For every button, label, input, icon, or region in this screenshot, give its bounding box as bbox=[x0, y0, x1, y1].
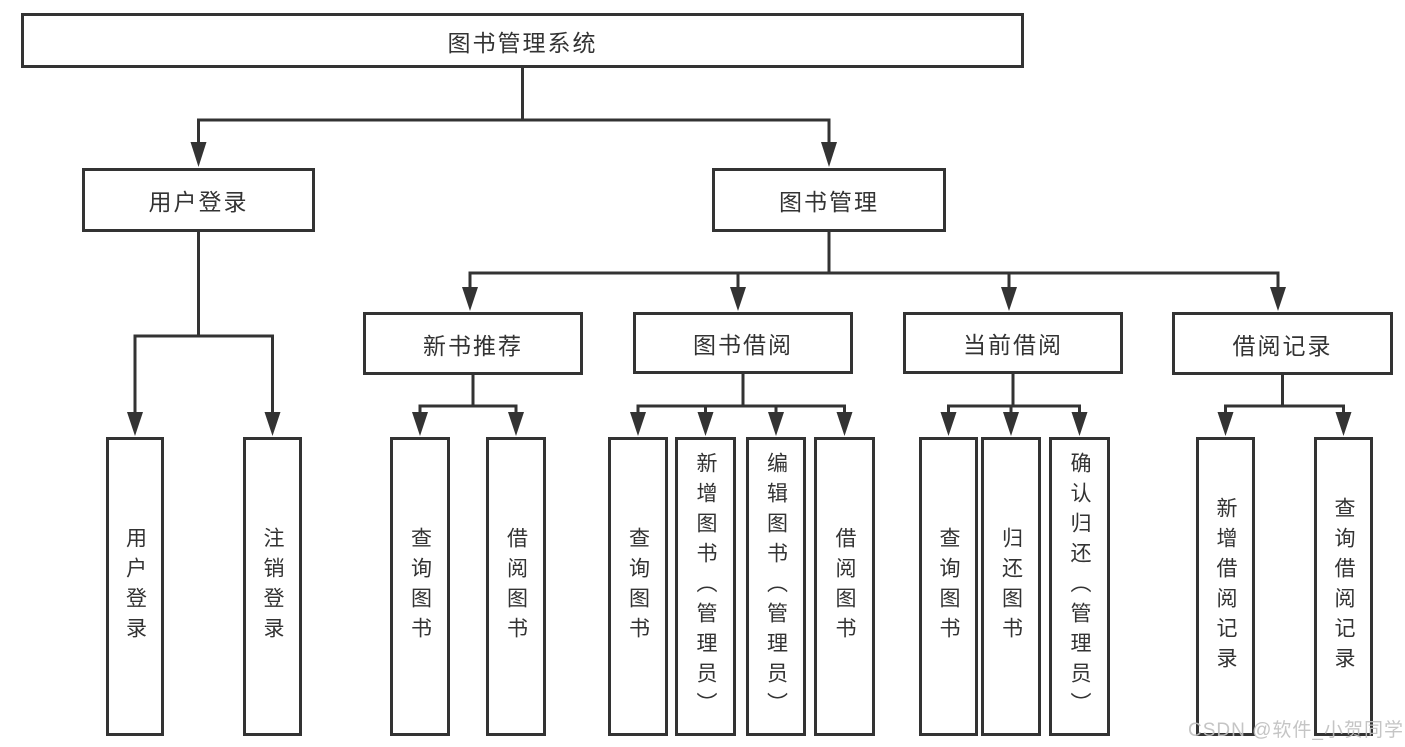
leaf-label: 编辑图书（管理员） bbox=[764, 451, 788, 722]
watermark: CSDN @软件_小贺同学 bbox=[1188, 720, 1404, 741]
leaf-add-books-admin: 新增图书（管理员） bbox=[675, 437, 736, 736]
leaf-label: 查询图书 bbox=[408, 526, 432, 647]
leaf-label: 查询图书 bbox=[937, 526, 960, 647]
leaf-label: 借阅图书 bbox=[504, 526, 528, 647]
leaf-label: 注销登录 bbox=[261, 526, 284, 647]
node-user-login: 用户登录 bbox=[82, 168, 315, 232]
leaf-label: 新增借阅记录 bbox=[1214, 496, 1237, 677]
leaf-borrow-books-recommend: 借阅图书 bbox=[486, 437, 546, 736]
node-current-borrow: 当前借阅 bbox=[903, 312, 1123, 374]
leaf-confirm-return-admin: 确认归还（管理员） bbox=[1049, 437, 1110, 736]
leaf-add-borrow-record: 新增借阅记录 bbox=[1196, 437, 1255, 736]
leaf-query-books-borrow: 查询图书 bbox=[608, 437, 668, 736]
node-book-management: 图书管理 bbox=[712, 168, 946, 232]
leaf-query-borrow-record: 查询借阅记录 bbox=[1314, 437, 1373, 736]
node-book-borrow: 图书借阅 bbox=[633, 312, 853, 374]
leaf-user-login: 用户登录 bbox=[106, 437, 164, 736]
leaf-label: 借阅图书 bbox=[833, 526, 856, 647]
leaf-query-books-recommend: 查询图书 bbox=[390, 437, 450, 736]
leaf-return-books: 归还图书 bbox=[981, 437, 1041, 736]
node-root-library-system: 图书管理系统 bbox=[21, 13, 1024, 68]
leaf-label: 确认归还（管理员） bbox=[1068, 451, 1091, 722]
arrowheads bbox=[127, 142, 1352, 436]
node-new-book-recommend: 新书推荐 bbox=[363, 312, 583, 375]
leaf-logout: 注销登录 bbox=[243, 437, 302, 736]
leaf-query-books-current: 查询图书 bbox=[919, 437, 978, 736]
leaf-label: 查询借阅记录 bbox=[1332, 496, 1355, 677]
node-borrow-records: 借阅记录 bbox=[1172, 312, 1393, 375]
leaf-label: 用户登录 bbox=[123, 526, 147, 647]
leaf-borrow-books: 借阅图书 bbox=[814, 437, 875, 736]
leaf-label: 新增图书（管理员） bbox=[694, 451, 717, 722]
leaf-label: 查询图书 bbox=[626, 526, 650, 647]
leaf-edit-books-admin: 编辑图书（管理员） bbox=[746, 437, 806, 736]
leaf-label: 归还图书 bbox=[999, 526, 1023, 647]
